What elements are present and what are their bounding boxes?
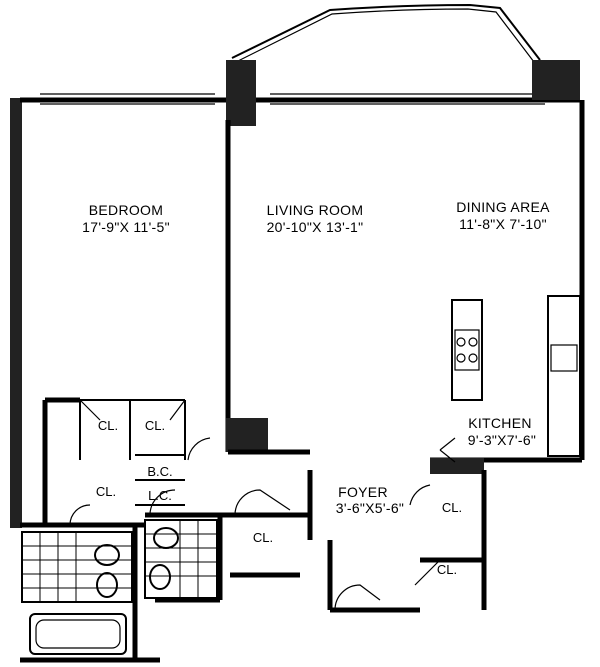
closet-label: CL. (145, 418, 165, 433)
bedroom-label: BEDROOM (89, 202, 163, 218)
bedroom-dims: 17'-9"X 11'-5" (82, 219, 170, 235)
balcony (231, 3, 541, 63)
exterior-walls (10, 60, 585, 528)
closet-label: CL. (442, 500, 462, 515)
closet-label: CL. (253, 530, 273, 545)
doors (69, 399, 456, 611)
foyer-label: FOYER (338, 484, 388, 500)
kitchen-label: KITCHEN (468, 415, 532, 431)
bathroom-right (144, 519, 218, 599)
closet-label: CL. (98, 418, 118, 433)
kitchen-dims: 9'-3"X7'-6" (468, 432, 536, 448)
living-room-label: LIVING ROOM (267, 202, 364, 218)
foyer-dims: 3'-6"X5'-6" (336, 500, 404, 516)
bc-closet-label: B.C. (147, 464, 172, 479)
dining-area-dims: 11'-8"X 7'-10" (459, 216, 547, 232)
interior-walls (20, 120, 582, 663)
kitchen-counters (451, 295, 581, 457)
lc-closet-label: L.C. (148, 488, 172, 503)
bathroom-left (21, 531, 133, 655)
closet-label: CL. (96, 484, 116, 499)
dining-area-label: DINING AREA (456, 199, 550, 215)
living-room-dims: 20'-10"X 13'-1" (267, 219, 364, 235)
closet-label: CL. (437, 562, 457, 577)
